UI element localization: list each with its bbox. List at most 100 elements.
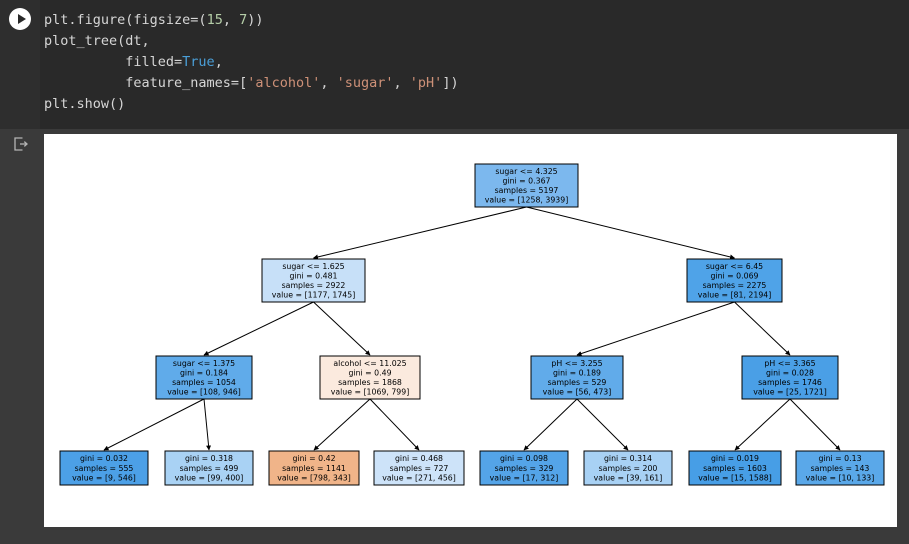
tree-node-line: sugar <= 4.325	[495, 167, 557, 176]
output-cell-gutter	[0, 129, 40, 544]
tree-node-line: samples = 2922	[282, 281, 346, 290]
tree-node-line: pH <= 3.365	[764, 359, 815, 368]
tree-node-line: gini = 0.314	[604, 454, 652, 463]
tree-node-box	[686, 258, 783, 303]
run-cell-button[interactable]	[9, 8, 31, 30]
tree-node-box	[583, 450, 673, 486]
tree-node-line: value = [108, 946]	[167, 388, 241, 397]
tree-node-line: samples = 329	[495, 464, 554, 473]
tree-node-line: value = [15, 1588]	[698, 473, 772, 482]
tree-node-line: sugar <= 1.625	[282, 262, 344, 271]
code-token: feature_names=[	[44, 75, 248, 91]
tree-node-line: alcohol <= 11.025	[333, 359, 406, 368]
tree-node-line: gini = 0.019	[711, 454, 759, 463]
code-token: 7	[239, 12, 248, 28]
tree-node-line: samples = 727	[390, 464, 449, 473]
tree-node-line: value = [1177, 1745]	[272, 291, 356, 300]
tree-node-line: gini = 0.468	[395, 454, 443, 463]
code-line-2: plot_tree(dt,	[44, 31, 909, 52]
tree-node-line: gini = 0.367	[502, 177, 550, 186]
code-token: 'pH'	[409, 75, 443, 91]
tree-node-line: gini = 0.184	[180, 369, 228, 378]
tree-edge	[203, 301, 314, 356]
tree-node-line: samples = 555	[75, 464, 134, 473]
tree-node-line: value = [10, 133]	[806, 473, 875, 482]
tree-edge	[523, 398, 578, 451]
tree-edge	[576, 398, 629, 451]
tree-node-line: gini = 0.069	[710, 272, 758, 281]
tree-node-box	[59, 450, 149, 486]
code-line-3: filled=True,	[44, 52, 909, 73]
code-cell-gutter	[0, 0, 40, 129]
tree-node-line: gini = 0.42	[292, 454, 335, 463]
tree-edge	[789, 398, 841, 451]
tree-node-line: value = [56, 473]	[543, 388, 612, 397]
code-token: 15	[206, 12, 223, 28]
tree-edge	[734, 398, 791, 451]
tree-node-box	[530, 355, 624, 400]
code-line-5: plt.show()	[44, 94, 909, 115]
play-icon	[17, 14, 26, 24]
tree-node-line: samples = 1054	[172, 378, 236, 387]
tree-node-line: samples = 143	[811, 464, 870, 473]
code-token: 'alcohol'	[247, 75, 321, 91]
output-arrow-icon	[14, 137, 28, 151]
tree-node-line: pH <= 3.255	[551, 359, 602, 368]
tree-node-line: value = [1069, 799]	[331, 388, 410, 397]
tree-node-line: value = [39, 161]	[594, 473, 663, 482]
tree-node-line: samples = 200	[599, 464, 658, 473]
tree-node-box	[741, 355, 839, 400]
code-line-1: plt.figure(figsize=(15, 7))	[44, 10, 909, 31]
tree-node-line: value = [9, 546]	[72, 473, 136, 482]
code-token: ])	[442, 75, 459, 91]
tree-node-line: samples = 499	[180, 464, 239, 473]
tree-node-line: gini = 0.028	[766, 369, 814, 378]
tree-node-line: sugar <= 1.375	[173, 359, 235, 368]
tree-node-line: samples = 529	[548, 378, 607, 387]
tree-node-box	[261, 258, 366, 303]
tree-node-box	[319, 355, 421, 400]
tree-edge	[313, 398, 371, 451]
tree-node-line: value = [17, 312]	[490, 473, 559, 482]
tree-edge	[526, 206, 735, 260]
tree-node-line: value = [81, 2194]	[698, 291, 772, 300]
tree-edge	[734, 301, 791, 356]
tree-node-line: samples = 1746	[758, 378, 822, 387]
tree-node-box	[479, 450, 569, 486]
tree-node-line: value = [798, 343]	[277, 473, 351, 482]
tree-node-line: samples = 2275	[703, 281, 767, 290]
code-token: ,	[214, 54, 223, 70]
tree-node-box	[268, 450, 360, 486]
tree-node-box	[155, 355, 253, 400]
tree-node-box	[795, 450, 885, 486]
code-cell: plt.figure(figsize=(15, 7)) plot_tree(dt,…	[0, 0, 909, 129]
code-token: True	[182, 54, 215, 70]
tree-node-line: samples = 1603	[703, 464, 767, 473]
tree-node-line: gini = 0.481	[289, 272, 337, 281]
tree-edge	[203, 398, 212, 451]
code-line-4: feature_names=['alcohol', 'sugar', 'pH']…	[44, 73, 909, 94]
tree-node-line: gini = 0.13	[818, 454, 861, 463]
code-token: filled=	[44, 54, 183, 70]
tree-edge	[103, 398, 205, 451]
tree-edges	[103, 206, 841, 451]
code-editor[interactable]: plt.figure(figsize=(15, 7)) plot_tree(dt,…	[40, 0, 909, 129]
code-token: plot_tree(dt,	[44, 33, 150, 49]
code-token: plt.show()	[44, 96, 126, 112]
